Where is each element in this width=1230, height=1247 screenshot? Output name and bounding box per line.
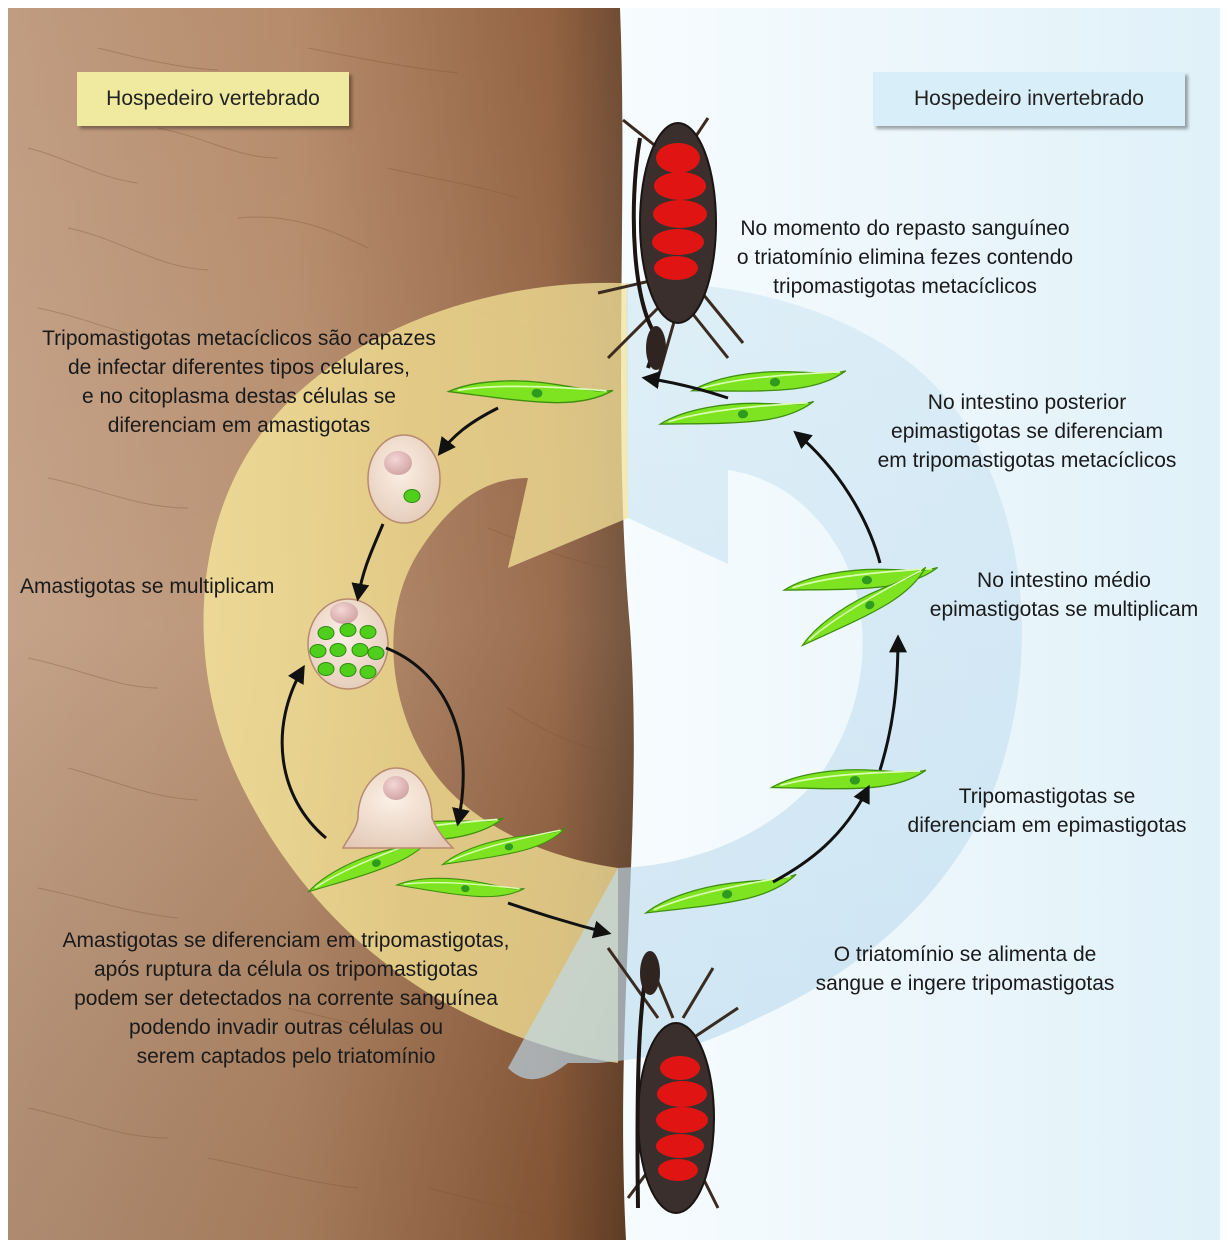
caption-amastigote-multiply: Amastigotas se multiplicam (20, 572, 330, 601)
invertebrate-host-label: Hospedeiro invertebrado (873, 72, 1185, 126)
infected-cell (368, 435, 440, 523)
vertebrate-host-label: Hospedeiro vertebrado (77, 72, 349, 126)
cell-with-multiplying-amastigotes (308, 599, 388, 689)
caption-infect-cells: Tripomastigotas metacíclicos são capazes… (4, 324, 474, 440)
caption-amastigote-to-trypo: Amastigotas se diferenciam em tripomasti… (26, 926, 546, 1071)
